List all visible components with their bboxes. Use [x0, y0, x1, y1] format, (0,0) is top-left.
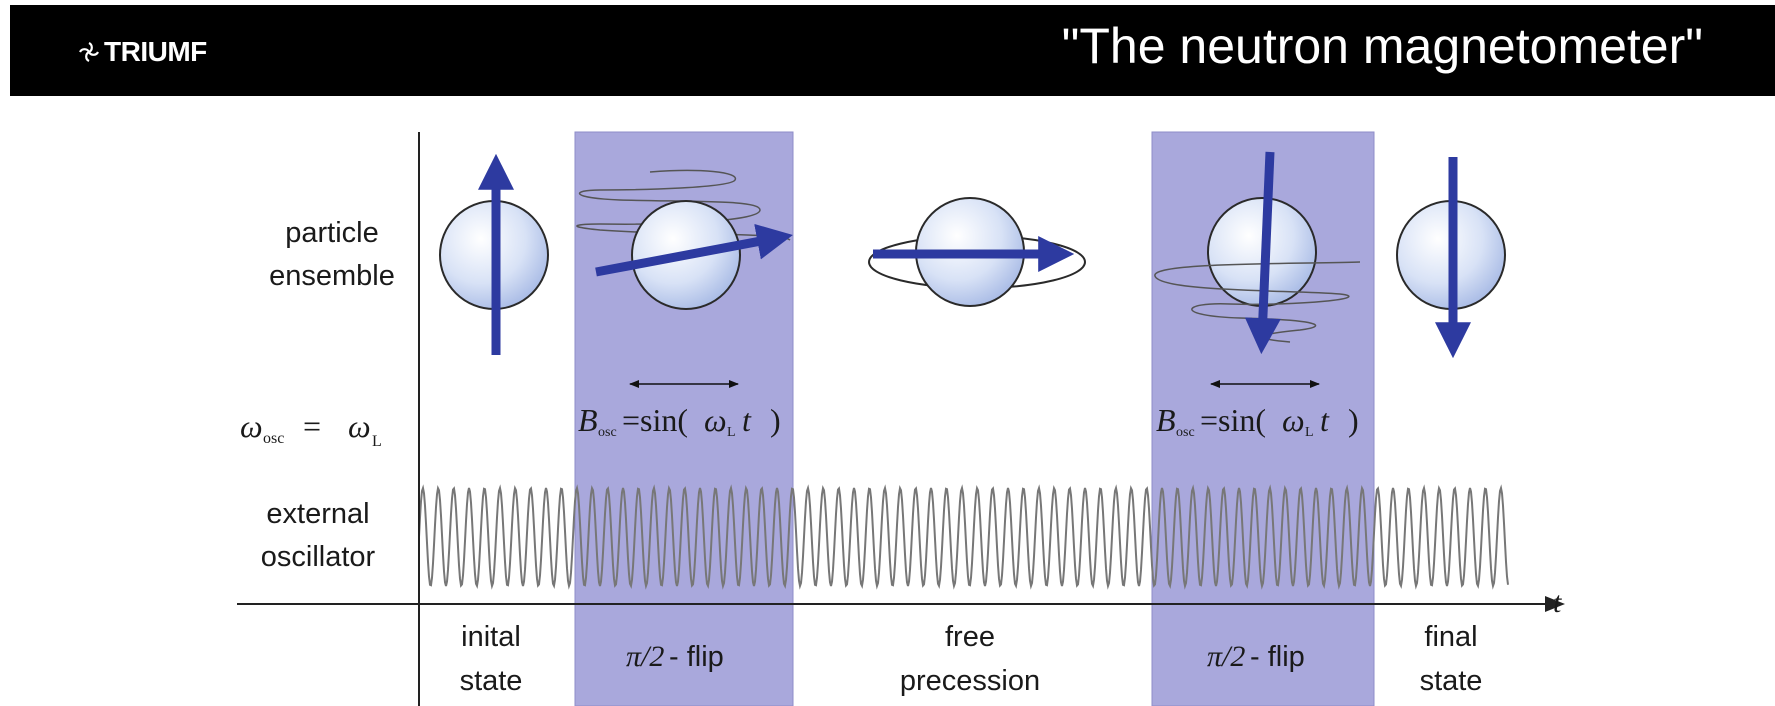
stage-flip-2: π/2 - flip [1207, 640, 1305, 673]
particle-ensemble-label-line2: ensemble [269, 260, 395, 292]
stage-final-line1: final [1424, 621, 1477, 653]
initial-state-particle [440, 170, 548, 355]
stage-free-line1: free [945, 621, 995, 653]
final-state-particle [1397, 157, 1505, 342]
external-oscillator-label-line1: external [266, 498, 369, 530]
svg-text:t: t [742, 402, 752, 438]
svg-text:=: = [303, 408, 321, 444]
stage-initial-line2: state [460, 665, 523, 697]
svg-text:): ) [770, 402, 781, 438]
svg-text:B: B [1156, 402, 1176, 438]
svg-text:π/2: π/2 [626, 640, 664, 673]
svg-text:- flip: - flip [1250, 641, 1305, 673]
svg-text:ω: ω [240, 408, 263, 444]
svg-text:=sin(: =sin( [1200, 402, 1266, 438]
svg-text:L: L [1305, 425, 1314, 440]
stage-final-line2: state [1420, 665, 1483, 697]
svg-text:- flip: - flip [669, 641, 724, 673]
svg-text:L: L [372, 433, 382, 450]
resonance-condition-label: ω osc = ω L [240, 408, 382, 450]
svg-text:π/2: π/2 [1207, 640, 1245, 673]
svg-text:): ) [1348, 402, 1359, 438]
svg-text:osc: osc [598, 425, 617, 440]
svg-text:ω: ω [348, 408, 371, 444]
stage-initial-line1: inital [461, 621, 521, 653]
stage-flip-1: π/2 - flip [626, 640, 724, 673]
svg-text:L: L [727, 425, 736, 440]
stage-free-line2: precession [900, 665, 1040, 697]
svg-text:ω: ω [704, 402, 727, 438]
time-axis-label: t [1553, 586, 1562, 619]
svg-text:ω: ω [1282, 402, 1305, 438]
free-precession-particle [869, 198, 1085, 306]
svg-text:=sin(: =sin( [622, 402, 688, 438]
svg-text:B: B [578, 402, 598, 438]
svg-text:osc: osc [263, 430, 284, 447]
svg-text:osc: osc [1176, 425, 1195, 440]
svg-text:t: t [1320, 402, 1330, 438]
external-oscillator-label-line2: oscillator [261, 541, 376, 573]
particle-ensemble-label-line1: particle [285, 217, 379, 249]
